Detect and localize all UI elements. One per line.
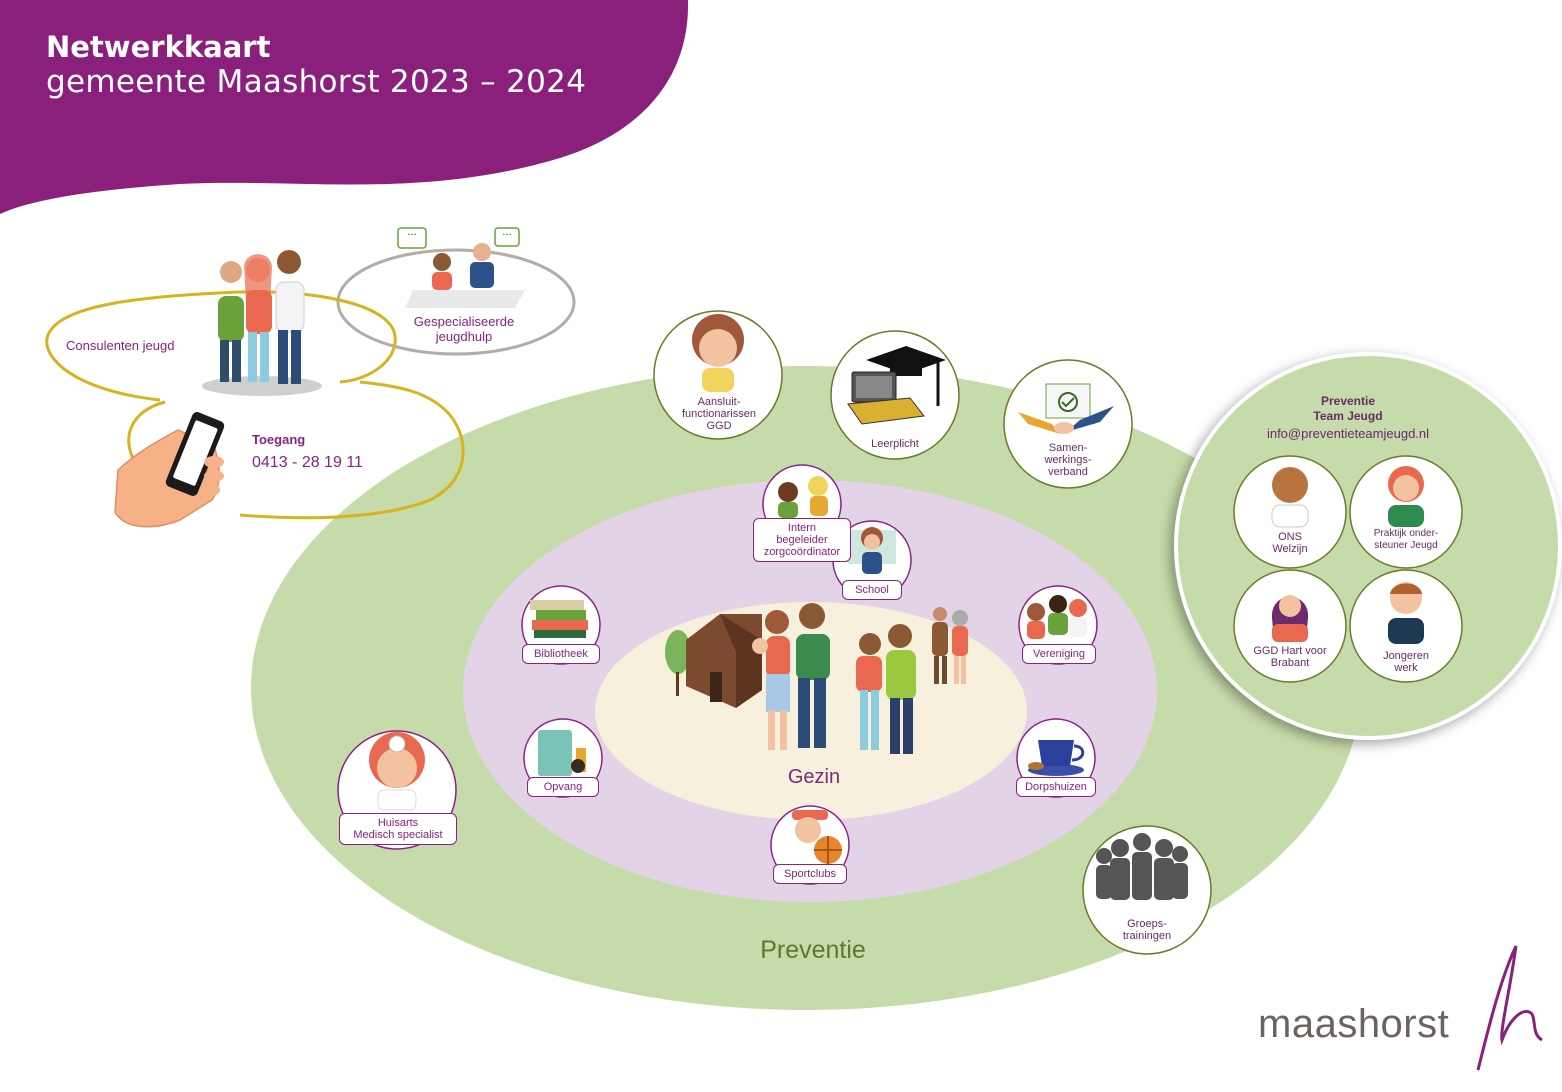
basketball-player-icon [792,810,842,864]
page-subtitle: gemeente Maashorst 2023 – 2024 [46,64,587,100]
gespecialiseerde-label: Gespecialiseerde jeugdhulp [413,314,515,344]
gezin-label: Gezin [787,766,841,788]
intern-people-icon [778,476,828,518]
handshake-icon [1018,383,1114,434]
groeps-label: Groeps- trainingen [1122,918,1172,942]
doctor-icon [369,732,425,811]
speech-dots-right: ... [502,226,512,238]
praktijk-woman-icon [1388,466,1424,527]
opvang-label: Opvang [527,777,599,797]
school-label: School [842,580,902,600]
teacher-icon [848,527,896,574]
samenwerking-label: Samen- werkings- verband [1044,442,1092,478]
notebook-icon [538,730,586,776]
family-house-illustration [665,603,968,754]
member-label-ons: ONS Welzijn [1272,531,1308,555]
aansluit-label: Aansluit- functionarissen GGD [682,396,756,432]
phone-hand-illustration [114,412,225,528]
toegang-phone: 0413 - 28 19 11 [252,454,363,471]
maashorst-logo-mark [1476,945,1543,1071]
page-title: Netwerkkaart [46,30,271,64]
speech-dots-left: ... [407,226,417,238]
header-blob [0,0,689,214]
group-silhouettes-icon [1096,833,1188,900]
coffee-cup-icon [1028,740,1085,776]
consulenten-bubble [45,290,397,402]
member-label-jongeren: Jongeren werk [1383,650,1429,674]
member-label-ggd: GGD Hart voor Brabant [1253,645,1327,669]
club-people-icon [1027,595,1087,639]
toegang-bubble [127,380,465,520]
vereniging-label: Vereniging [1022,644,1096,664]
preventie-label: Preventie [760,936,866,964]
gespecialiseerde-illustration [397,227,525,308]
sportclubs-label: Sportclubs [773,864,847,884]
graduation-laptop-icon [847,346,946,425]
maashorst-logo-text: maashorst [1258,1002,1450,1046]
preventie-team-title: Preventie Team Jeugd [1313,394,1383,423]
bibliotheek-label: Bibliotheek [522,644,600,664]
huisarts-label: Huisarts Medisch specialist [339,813,457,845]
intern-label: Intern begeleider zorgcoördinator [753,518,851,562]
jongeren-man-icon [1388,582,1424,644]
toegang-title: Toegang [252,432,306,447]
leerplicht-label: Leerplicht [871,438,919,450]
aansluit-woman-icon [692,314,744,392]
preventie-team-email[interactable]: info@preventieteamjeugd.nl [1266,426,1430,441]
member-label-praktijk: Praktijk onder- steuner Jeugd [1373,528,1439,551]
ons-man-icon [1271,467,1309,528]
consulenten-label: Consulenten jeugd [66,338,175,353]
ggd-woman-icon [1271,595,1309,642]
dorpshuizen-label: Dorpshuizen [1016,777,1096,797]
books-icon [530,600,588,638]
consulenten-people-illustration [202,250,322,396]
